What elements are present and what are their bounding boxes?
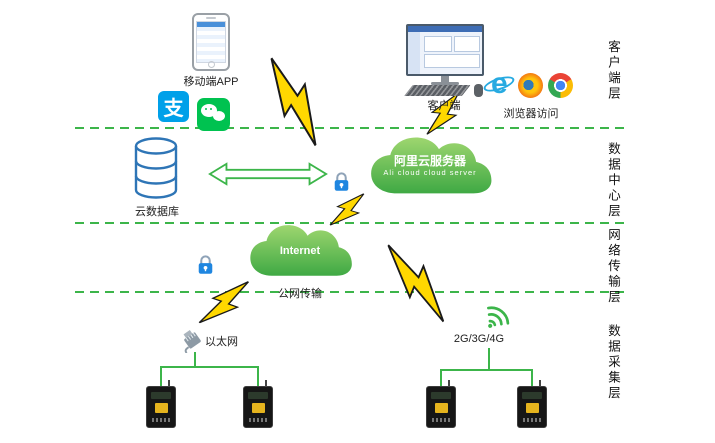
cellular-label: 2G/3G/4G (453, 333, 505, 345)
lightning-bolt-phone-to-cloud (249, 52, 342, 150)
desktop-monitor-icon (406, 24, 484, 76)
client-pc-label: 客户端 (427, 100, 461, 112)
monitor-base (431, 82, 459, 85)
cellular-bus-line (440, 369, 533, 371)
phone-app-header (197, 22, 225, 27)
ethernet-branch-left (160, 366, 162, 386)
wechat-icon (197, 98, 230, 131)
cellular-branch-left (440, 369, 442, 386)
ethernet-drop-line (194, 352, 196, 366)
ethernet-connector-icon (180, 328, 205, 353)
phone-speaker (206, 17, 216, 19)
layer-separator-1 (75, 127, 628, 129)
internet-label: Internet (279, 245, 321, 257)
cloud-database-icon (133, 136, 179, 200)
mobile-app-label: 移动端APP (183, 76, 239, 88)
ali-cloud-label-cn: 阿里云服务器 (393, 154, 466, 168)
layer-label-acquisition: 数据采集层 (606, 324, 620, 402)
ethernet-branch-right (257, 366, 259, 386)
layer-label-network: 网络传输层 (606, 228, 620, 306)
layer-label-client: 客户端层 (606, 40, 620, 102)
device-antenna (265, 380, 267, 387)
data-logger-device (426, 380, 456, 428)
alipay-glyph: 支 (163, 98, 184, 120)
monitor-screen-panel (424, 36, 452, 52)
monitor-screen-panel (454, 36, 480, 52)
cellular-branch-right (531, 369, 533, 386)
ie-glyph: e (491, 67, 508, 100)
smartphone-icon (192, 13, 230, 71)
monitor-screen-panel (424, 54, 480, 68)
layer-label-datacenter: 数据中心层 (606, 142, 620, 220)
phone-home-button (208, 61, 215, 68)
ethernet-bus-line (160, 366, 259, 368)
monitor-screen-header (408, 26, 482, 32)
public-network-label: 公网传输 (278, 288, 322, 300)
chrome-browser-icon (548, 73, 573, 98)
layer-separator-2 (75, 222, 628, 224)
device-antenna (168, 380, 170, 387)
wechat-bubble-small (213, 111, 225, 121)
firefox-browser-icon (518, 73, 543, 98)
lightning-bolt-internet-to-ethernet (196, 270, 254, 337)
lightning-bolt-internet-to-cellular (370, 238, 463, 326)
browser-access-label: 浏览器访问 (503, 108, 559, 120)
layer-separator-3 (75, 291, 628, 293)
monitor-screen-sidebar (408, 32, 420, 74)
mouse-icon (474, 84, 483, 97)
lightning-bolt-cloud-to-internet (327, 185, 369, 235)
ali-cloud-shape (366, 134, 494, 198)
lightning-bolt-pc-to-cloud (423, 86, 465, 142)
data-logger-device (517, 380, 547, 428)
cloud-database-label: 云数据库 (135, 206, 179, 218)
phone-screen (196, 21, 226, 63)
device-antenna (448, 380, 450, 387)
ethernet-label: 以太网 (205, 336, 238, 348)
ie-browser-icon: e (481, 67, 517, 100)
internet-cloud-shape (246, 222, 354, 280)
device-antenna (539, 380, 541, 387)
lock-icon-cloud (333, 170, 350, 192)
sync-double-arrow (202, 162, 334, 186)
wifi-signal-icon (476, 296, 518, 338)
keyboard-icon (404, 85, 471, 96)
data-logger-device (146, 380, 176, 428)
alipay-icon: 支 (158, 91, 189, 122)
cellular-drop-line (488, 348, 490, 369)
monitor-stand (441, 76, 449, 82)
ali-cloud-label-en: Ali cloud cloud server (383, 168, 477, 177)
lock-icon-internet (197, 253, 214, 275)
phone-app-list (197, 27, 225, 62)
data-logger-device (243, 380, 273, 428)
